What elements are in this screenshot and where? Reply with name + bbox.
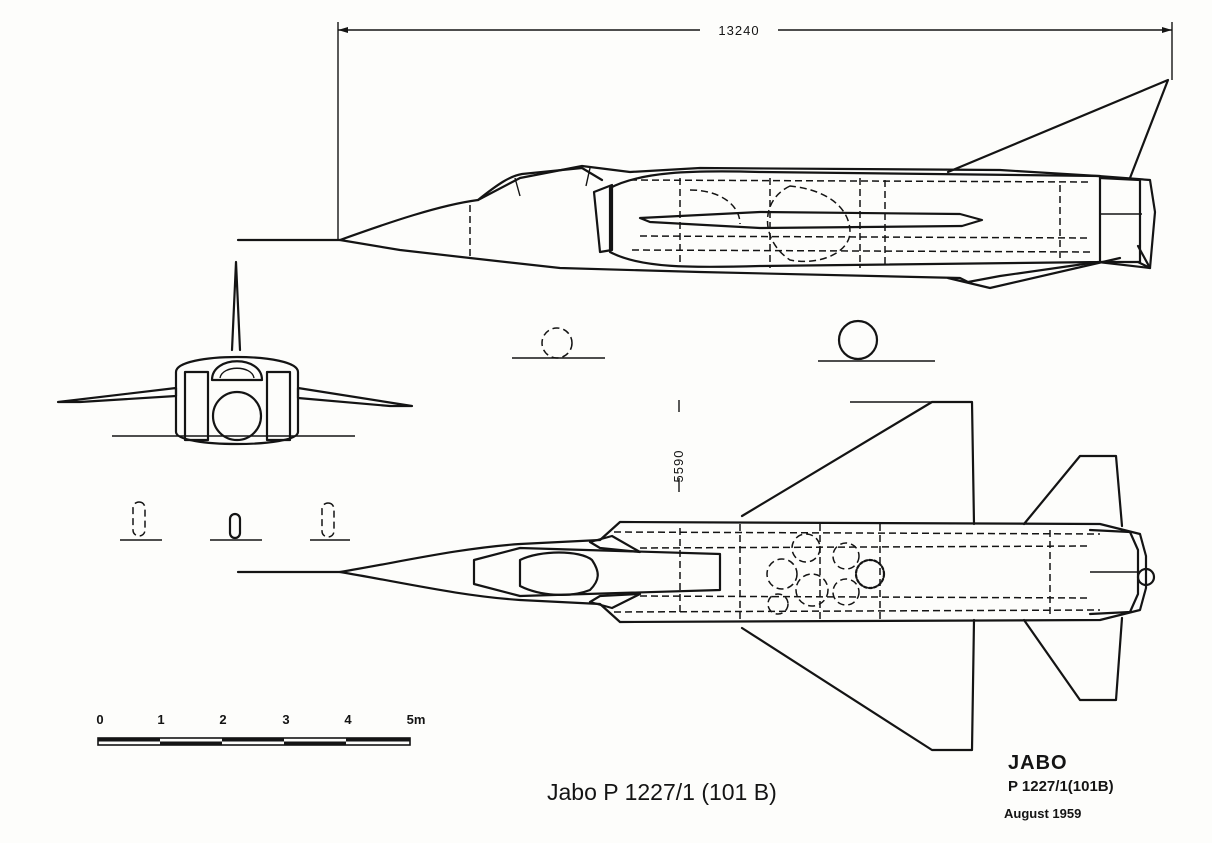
length-dimension-label: 13240: [718, 23, 759, 38]
wheel-section-2: [818, 319, 935, 362]
top-view: [236, 400, 1156, 752]
scale-bar: 0 1 2 3 4 5m: [96, 712, 426, 746]
stamp-date: August 1959: [1004, 806, 1081, 821]
scale-tick-5m: 5m: [407, 712, 426, 727]
wheel-section-1: [512, 327, 605, 359]
side-view: [236, 78, 1170, 290]
gear-section-1: [120, 501, 162, 541]
span-dimension-label: 5590: [671, 450, 686, 483]
front-view: [56, 260, 414, 446]
scale-tick-1: 1: [157, 712, 164, 727]
stamp-designation: P 1227/1(101B): [1008, 778, 1114, 795]
stamp-title: JABO: [1008, 752, 1068, 774]
scale-tick-0: 0: [96, 712, 103, 727]
drawing-caption: Jabo P 1227/1 (101 B): [547, 779, 777, 805]
span-dimension: 5590: [671, 400, 968, 492]
scale-tick-2: 2: [219, 712, 226, 727]
length-dimension: 13240: [337, 22, 1173, 240]
title-stamp: JABO P 1227/1(101B) August 1959: [1004, 752, 1114, 821]
scale-tick-3: 3: [282, 712, 289, 727]
scale-tick-4: 4: [344, 712, 352, 727]
gear-section-3: [310, 502, 350, 541]
gear-section-2: [210, 512, 262, 541]
